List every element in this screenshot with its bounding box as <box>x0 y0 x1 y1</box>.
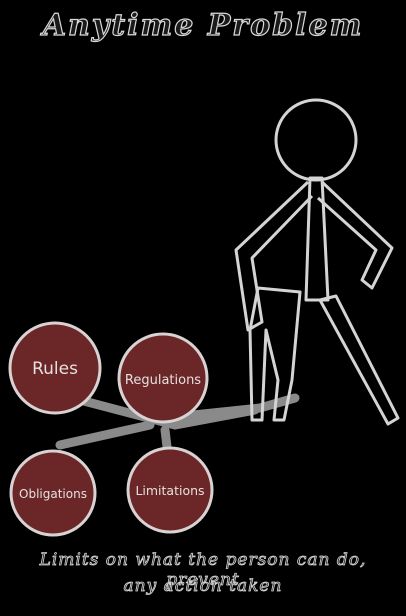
figure-arm-left <box>234 180 314 332</box>
node-rules: Rules <box>8 321 102 415</box>
node-rules-label: Rules <box>32 359 78 379</box>
chain-obligations <box>55 420 155 450</box>
figure-arm-right <box>316 180 394 290</box>
node-limitations: Limitations <box>126 446 214 534</box>
node-obligations-circle <box>9 449 97 537</box>
node-regulations: Regulations <box>117 332 209 424</box>
node-rules-circle <box>8 321 102 415</box>
figure-leg-left <box>248 286 302 422</box>
node-regulations-circle <box>117 332 209 424</box>
node-limitations-label: Limitations <box>135 483 204 498</box>
caption-line-1: Limits on what the person can do, preven… <box>39 550 367 591</box>
diagram-title: Anytime Problem <box>42 7 364 43</box>
chain-regulations-to-leg <box>160 393 300 423</box>
figure-leg-right <box>318 294 400 426</box>
node-obligations-label: Obligations <box>19 487 87 501</box>
figure-head <box>274 98 358 182</box>
chain-group <box>55 393 300 460</box>
caption-line-2: any action taken <box>123 576 283 597</box>
node-regulations-label: Regulations <box>125 373 201 388</box>
figure-torso <box>304 176 330 302</box>
node-obligations: Obligations <box>9 449 97 537</box>
stick-figure <box>234 98 400 426</box>
node-limitations-circle <box>126 446 214 534</box>
